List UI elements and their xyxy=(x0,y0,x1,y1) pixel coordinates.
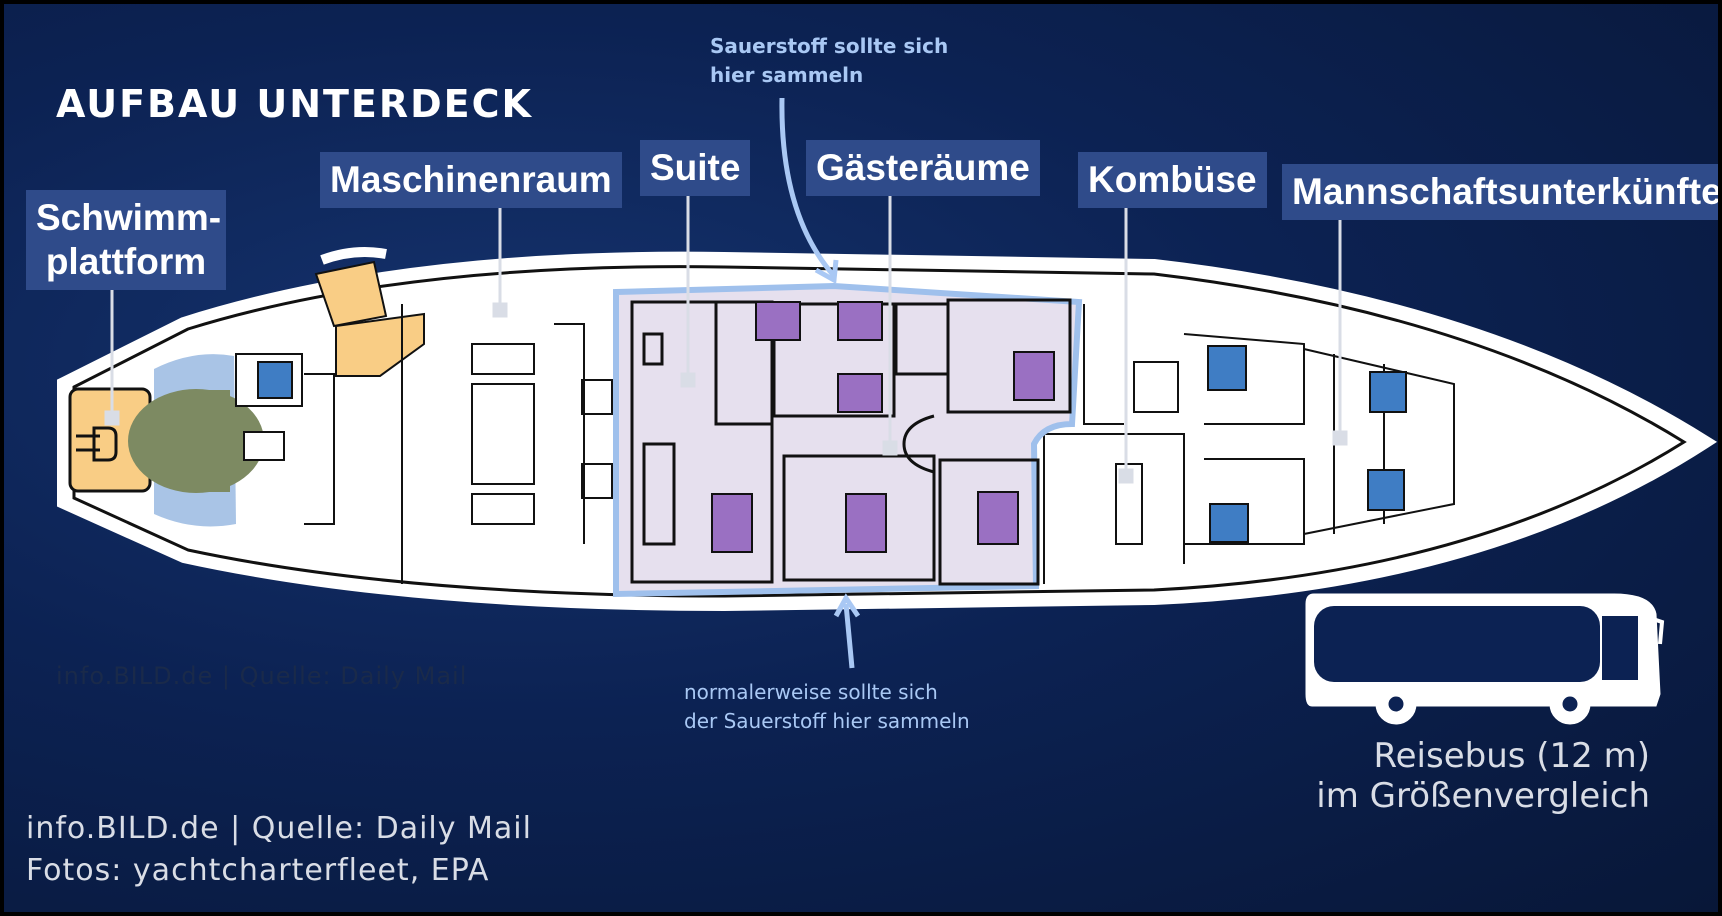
guest-beds xyxy=(711,301,1055,553)
bus-caption-line1: Reisebus (12 m) xyxy=(1373,736,1650,776)
oxygen-arrows xyxy=(779,97,861,669)
label-schwimm-line2: plattform xyxy=(45,241,207,282)
credits-photos: Fotos: yachtcharterfleet, EPA xyxy=(26,853,490,888)
infographic-title: AUFBAU UNTERDECK xyxy=(56,82,533,126)
annotation-top: Sauerstoff sollte sich hier sammeln xyxy=(710,32,948,90)
label-kombuese: Kombüse xyxy=(1078,152,1267,208)
engine-hatch xyxy=(314,260,388,328)
annotation-top-line2: hier sammeln xyxy=(710,63,864,87)
credits: info.BILD.de | Quelle: Daily Mail Fotos:… xyxy=(26,808,532,892)
crew-beds xyxy=(1207,345,1407,543)
label-mannschaftsunterkuenfte: Mannschaftsunterkünfte xyxy=(1282,164,1718,220)
label-suite: Suite xyxy=(640,140,751,196)
ghost-credit: info.BILD.de | Quelle: Daily Mail xyxy=(56,662,468,690)
annotation-top-line1: Sauerstoff sollte sich xyxy=(710,34,949,58)
label-schwimm-line1: Schwimm- xyxy=(36,197,222,238)
annotation-bottom: normalerweise sollte sich der Sauerstoff… xyxy=(684,678,970,736)
label-schwimmplattform: Schwimm- plattform xyxy=(26,190,226,290)
annotation-bottom-line2: der Sauerstoff hier sammeln xyxy=(684,709,970,733)
label-gaesteraeume: Gästeräume xyxy=(806,140,1040,196)
label-maschinenraum: Maschinenraum xyxy=(320,152,622,208)
platform-ladder-icon xyxy=(76,426,118,462)
bus-caption: Reisebus (12 m) im Größenvergleich xyxy=(1316,736,1650,816)
aft-blue-square xyxy=(257,361,293,399)
yacht-deck-plan xyxy=(57,97,1718,725)
bus-icon xyxy=(1305,593,1665,725)
bus-caption-line2: im Größenvergleich xyxy=(1316,776,1650,816)
annotation-bottom-line1: normalerweise sollte sich xyxy=(684,680,938,704)
credits-source: info.BILD.de | Quelle: Daily Mail xyxy=(26,811,532,846)
